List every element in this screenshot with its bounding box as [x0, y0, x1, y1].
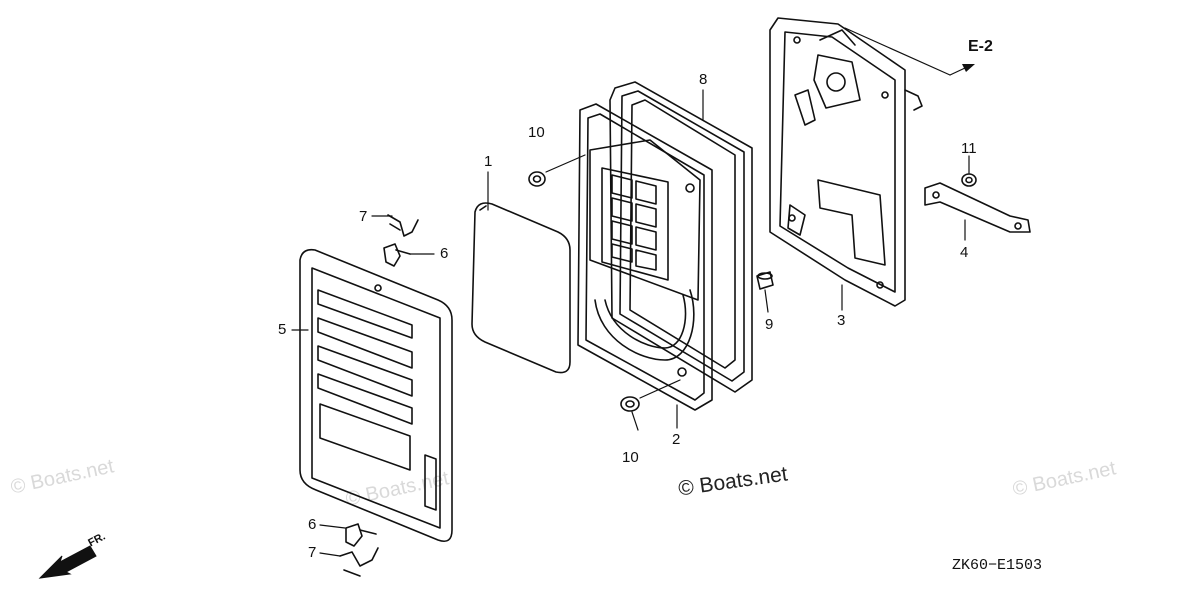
callout-6-lower: 6 [308, 516, 317, 533]
part-6-7-clips [339, 214, 419, 577]
callout-10-upper: 10 [528, 124, 545, 141]
callout-7-lower: 7 [308, 544, 317, 561]
callout-6-upper: 6 [440, 245, 449, 262]
front-direction-arrow [38, 545, 97, 579]
part-8-packing [609, 81, 753, 393]
part-9-collar [756, 271, 774, 290]
part-11-nut [961, 173, 977, 187]
callout-1: 1 [484, 153, 493, 170]
part-4-stay [924, 182, 1031, 233]
reference-label: E-2 [968, 38, 993, 55]
callout-5: 5 [278, 321, 287, 338]
part-5-cover [299, 248, 453, 543]
part-3-air-cleaner-case [769, 17, 923, 307]
part-2-element-case [577, 103, 713, 411]
part-1-element [471, 202, 571, 374]
callout-2: 2 [672, 431, 681, 448]
part-10-nuts [528, 171, 640, 412]
callout-11: 11 [961, 140, 977, 157]
callout-10-lower: 10 [622, 449, 639, 466]
callout-8: 8 [699, 71, 708, 88]
leader-lines [291, 27, 970, 557]
callout-9: 9 [765, 316, 774, 333]
reference-arrowhead [962, 64, 975, 72]
callout-7-upper: 7 [359, 208, 368, 225]
diagram-code: ZK60−E1503 [952, 557, 1043, 574]
callout-3: 3 [837, 312, 846, 329]
callout-4: 4 [960, 244, 969, 261]
